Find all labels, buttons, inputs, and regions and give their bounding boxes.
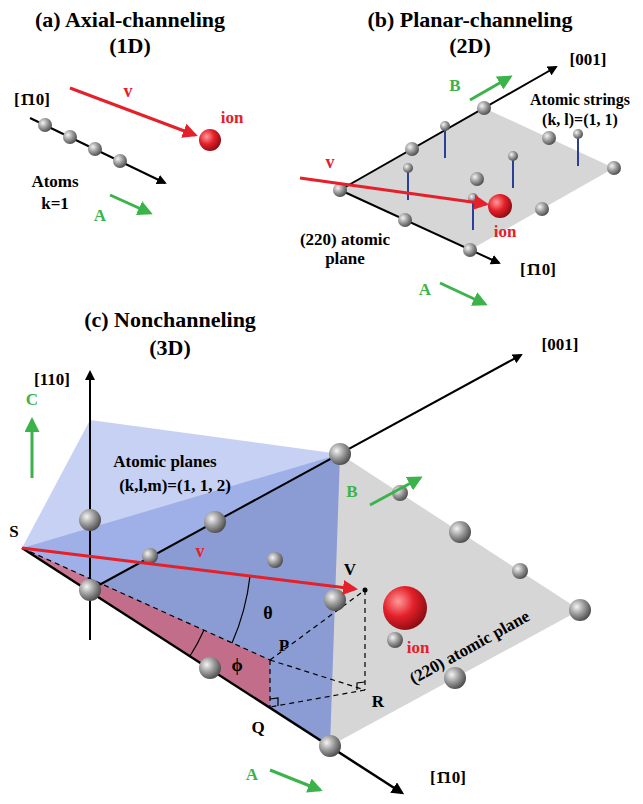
- point-label: R: [372, 693, 384, 712]
- point-label: P: [279, 637, 289, 656]
- axial-panel: [30, 88, 221, 213]
- axis-label: [1̄10]: [430, 769, 466, 788]
- angle-label: ϕ: [231, 656, 242, 676]
- panel-subtitle: (1D): [109, 34, 151, 58]
- panel-title: (c) Nonchanneling: [84, 308, 256, 332]
- index-label: (k,l,m)=(1, 1, 2): [119, 477, 231, 496]
- ion-label: ion: [221, 109, 244, 128]
- angle-label: θ: [263, 604, 272, 624]
- ion-label: ion: [407, 639, 430, 658]
- axis-label: [110]: [34, 371, 70, 390]
- point-label: S: [9, 523, 18, 542]
- index-label: (k, l)=(1, 1): [542, 111, 618, 129]
- velocity-label: v: [124, 82, 133, 102]
- direction-label: C: [26, 391, 38, 410]
- ion-label: ion: [494, 223, 517, 242]
- atom-label: Atoms: [31, 173, 78, 192]
- axis-label: [001]: [542, 336, 579, 355]
- velocity-label: v: [196, 542, 205, 562]
- direction-label: B: [449, 77, 460, 96]
- axis-label: [1̄10]: [520, 261, 556, 280]
- axis-label: [001]: [570, 51, 607, 70]
- direction-label: A: [246, 766, 258, 785]
- string-label: Atomic strings: [530, 91, 630, 109]
- direction-label: B: [346, 483, 357, 502]
- direction-label: A: [419, 281, 431, 300]
- nonchanneling-panel: [22, 355, 591, 793]
- point-label: V: [344, 561, 356, 580]
- point-label: Q: [251, 719, 264, 738]
- plane-label: (220) atomic plane: [295, 231, 395, 268]
- index-label: k=1: [41, 195, 69, 214]
- direction-label: A: [94, 207, 106, 226]
- panel-subtitle: (3D): [149, 336, 191, 360]
- axis-label: [1̄10]: [14, 91, 50, 110]
- velocity-label: v: [326, 153, 335, 173]
- panel-title: (a) Axial-channeling: [35, 8, 225, 32]
- panel-subtitle: (2D): [449, 34, 491, 58]
- panel-title: (b) Planar-channeling: [367, 8, 572, 32]
- plane-label: Atomic planes: [113, 453, 216, 472]
